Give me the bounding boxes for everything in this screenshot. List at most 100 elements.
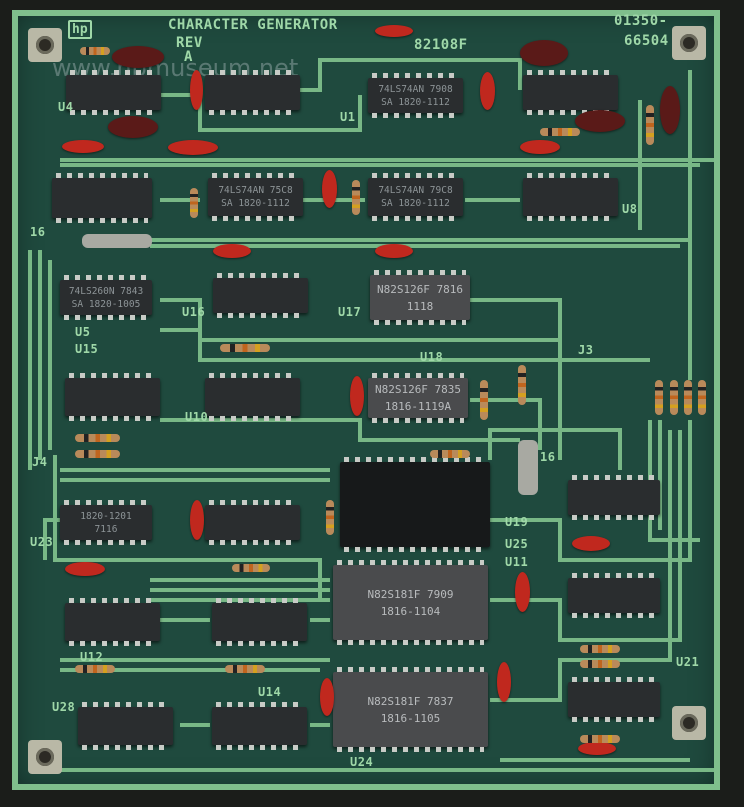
resistor (646, 105, 654, 145)
assembly-number-2: 66504 (624, 33, 669, 49)
trace (300, 58, 522, 92)
designator-label: 16 (30, 225, 46, 239)
chip-marking: N82S126F 7816 (376, 282, 464, 296)
resistor (326, 500, 334, 535)
ic-chip (78, 702, 173, 750)
designator-label: U11 (505, 555, 529, 569)
capacitor (350, 376, 364, 416)
trace (648, 420, 700, 542)
designator-label: U1 (340, 110, 356, 124)
designator-label: U5 (75, 325, 91, 339)
chip-marking: SA 1820-1112 (381, 198, 450, 209)
resistor (430, 450, 470, 458)
capacitor (108, 116, 158, 138)
ic-chip (52, 173, 152, 223)
designator-label: U23 (30, 535, 54, 549)
hp-logo: hp (68, 20, 92, 39)
chip-marking: 1816-1105 (380, 711, 441, 725)
resistor (518, 365, 526, 405)
trace (160, 93, 362, 132)
board-edge (714, 10, 720, 790)
designator-label: U4 (58, 100, 74, 114)
designator-label: 16 (540, 450, 556, 464)
designator-label: U10 (185, 410, 209, 424)
mounting-hole (28, 740, 62, 774)
capacitor (65, 562, 105, 576)
designator-label: U24 (350, 755, 374, 769)
ic-chip: N82S181F 7837 1816-1105 (333, 667, 488, 752)
designator-label: U8 (622, 202, 638, 216)
chip-marking: 74LS74AN 75C8 (218, 185, 293, 196)
ic-chip: N82S181F 7909 1816-1104 (333, 560, 488, 645)
ic-chip (568, 475, 660, 520)
ic-chip (568, 677, 660, 722)
ic-socket (340, 457, 490, 552)
ic-chip (205, 500, 300, 545)
chip-marking: 74LS260N 7843 (68, 285, 144, 297)
resistor (655, 380, 663, 415)
resistor (480, 380, 488, 420)
chip-marking: N82S181F 7909 (367, 587, 454, 601)
resistor (75, 665, 115, 673)
ic-chip (205, 373, 300, 421)
assembly-number-1: 01350- (614, 13, 668, 29)
resistor (220, 344, 270, 352)
capacitor (190, 500, 204, 540)
chip-marking: SA 1820-1112 (221, 198, 290, 209)
resistor (190, 188, 198, 218)
ic-chip (66, 70, 161, 115)
board-edge (12, 10, 720, 16)
mounting-hole (28, 28, 62, 62)
board-edge (12, 10, 18, 790)
capacitor (497, 662, 511, 702)
chip-marking: 1816-1104 (380, 604, 441, 618)
capacitor (112, 46, 164, 68)
trace (488, 428, 622, 470)
ic-chip (65, 598, 160, 646)
resistor (540, 128, 580, 136)
capacitor (322, 170, 337, 208)
designator-label: U21 (676, 655, 700, 669)
designator-label: J3 (578, 343, 594, 357)
capacitor (578, 742, 616, 755)
capacitor (520, 140, 560, 154)
ic-chip (212, 598, 307, 646)
resistor (698, 380, 706, 415)
capacitor (213, 244, 251, 258)
crystal-oscillator (82, 234, 152, 248)
designator-label: U15 (75, 342, 99, 356)
mounting-hole (672, 706, 706, 740)
trace (490, 420, 692, 562)
designator-label: J4 (32, 455, 48, 469)
designator-label: U12 (80, 650, 104, 664)
rev-value: A (184, 49, 193, 65)
trace (490, 430, 682, 642)
trace (160, 418, 520, 442)
capacitor (660, 86, 680, 134)
trace (470, 298, 562, 460)
capacitor (575, 110, 625, 132)
capacitor (375, 244, 413, 258)
trace (43, 518, 60, 560)
chip-marking: 7116 (94, 523, 118, 535)
designator-label: U25 (505, 537, 529, 551)
chip-marking: N82S181F 7837 (367, 694, 454, 708)
trace (160, 328, 650, 362)
capacitor (520, 40, 568, 66)
designator-label: U19 (505, 515, 529, 529)
ic-chip (523, 173, 618, 221)
designator-label: U18 (420, 350, 444, 364)
chip-marking: 1118 (406, 299, 434, 313)
ic-chip (212, 702, 307, 750)
ic-chip (65, 373, 160, 421)
chip-marking: 74LS74AN 7908 (378, 83, 453, 95)
ic-chip: N82S126F 7816 1118 (370, 270, 470, 325)
part-number: 82108F (414, 37, 468, 53)
trace (470, 398, 542, 450)
capacitor (62, 140, 104, 153)
resistor (232, 564, 270, 572)
capacitor (375, 25, 413, 37)
